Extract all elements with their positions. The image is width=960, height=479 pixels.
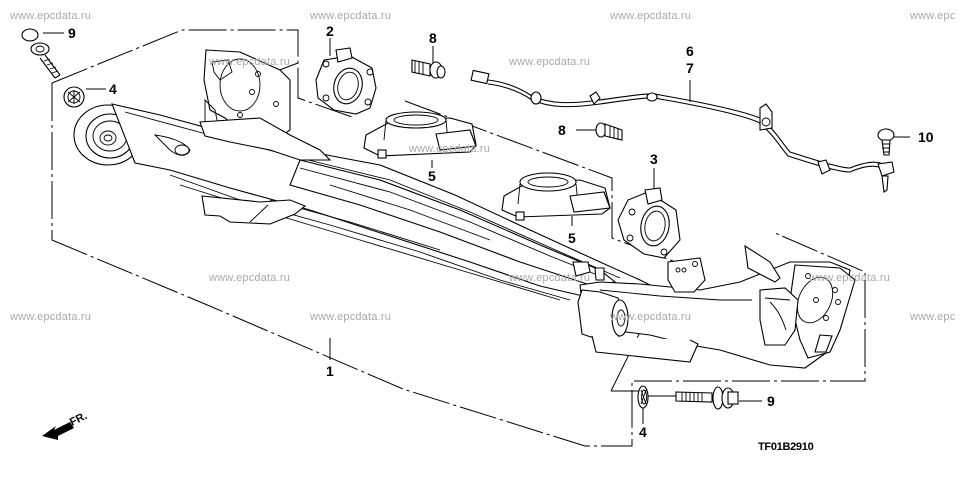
washer-4-right[interactable]: [637, 385, 649, 409]
washer-4-left[interactable]: [63, 86, 85, 108]
watermark: www.epcdata.ru: [409, 143, 491, 155]
hub-bearing-3[interactable]: [617, 187, 681, 259]
sensor-harness-6-7[interactable]: [470, 69, 895, 193]
callout-9-right[interactable]: 9: [767, 393, 775, 409]
callout-3[interactable]: 3: [650, 151, 658, 167]
callout-7[interactable]: 7: [686, 60, 694, 76]
callout-8-lower[interactable]: 8: [558, 122, 566, 138]
watermark: www.epcdata.ru: [10, 311, 92, 323]
bolt-10[interactable]: [877, 128, 895, 156]
bolt-8-upper[interactable]: [411, 59, 446, 79]
spring-seat-5-right[interactable]: [501, 172, 611, 221]
axle-beam-1[interactable]: [73, 49, 856, 369]
callout-8-upper[interactable]: 8: [429, 30, 437, 46]
callout-6[interactable]: 6: [686, 43, 694, 59]
watermark: www.epcdata.ru: [209, 56, 291, 68]
watermark: www.epcdata.ru: [310, 311, 392, 323]
hub-bearing-2[interactable]: [315, 47, 377, 115]
callout-4-right[interactable]: 4: [639, 424, 647, 440]
watermark: www.epc: [910, 10, 956, 22]
watermark: www.epc: [910, 311, 956, 323]
diagram-code: TF01B2910: [758, 441, 814, 453]
watermark: www.epcdata.ru: [610, 10, 692, 22]
callout-9-left[interactable]: 9: [68, 25, 76, 41]
front-arrow-icon: FR.: [42, 410, 89, 440]
callout-5-left[interactable]: 5: [428, 168, 436, 184]
watermark: www.epcdata.ru: [209, 272, 291, 284]
callout-2[interactable]: 2: [326, 23, 334, 39]
callout-1[interactable]: 1: [326, 363, 334, 379]
watermark: www.epcdata.ru: [809, 272, 891, 284]
watermark: www.epcdata.ru: [509, 56, 591, 68]
watermark: www.epcdata.ru: [310, 10, 392, 22]
watermark: www.epcdata.ru: [610, 311, 692, 323]
callout-4-left[interactable]: 4: [109, 81, 117, 97]
front-label: FR.: [68, 412, 89, 429]
watermark: www.epcdata.ru: [509, 272, 591, 284]
bolt-9-right[interactable]: [648, 386, 739, 410]
callout-5-right[interactable]: 5: [568, 230, 576, 246]
bolt-9-left[interactable]: [21, 28, 61, 79]
watermark: www.epcdata.ru: [10, 10, 92, 22]
spring-seat-5-left[interactable]: [363, 111, 477, 159]
bolt-8-lower[interactable]: [595, 122, 623, 141]
callout-10[interactable]: 10: [918, 129, 934, 145]
front-direction-indicator: FR.: [40, 410, 102, 446]
